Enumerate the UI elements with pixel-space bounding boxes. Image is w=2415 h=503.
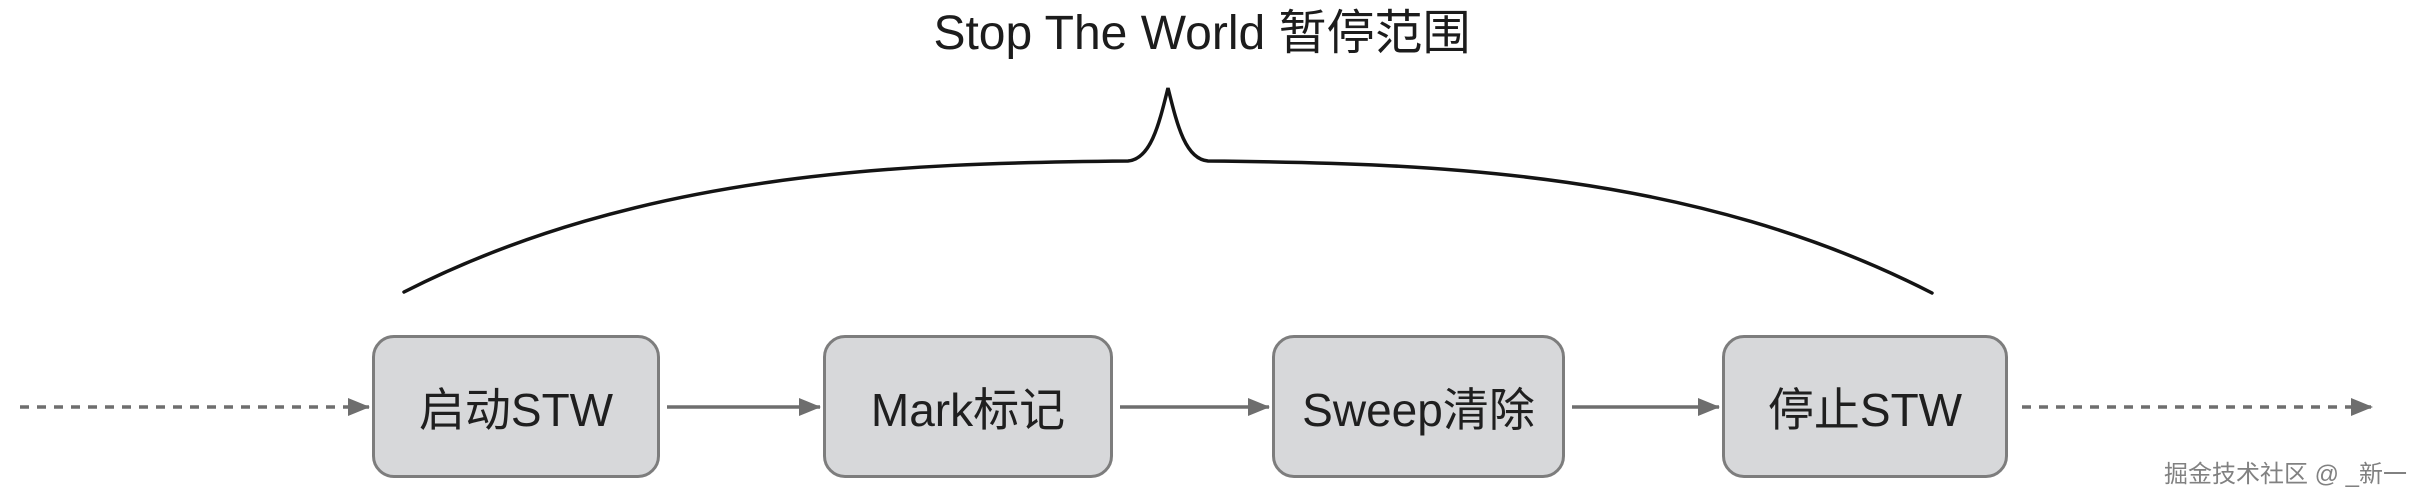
node-mark: Mark标记 [823, 335, 1113, 478]
node-sweep: Sweep清除 [1272, 335, 1565, 478]
diagram-title: Stop The World 暂停范围 [933, 7, 1471, 60]
node-stop-stw: 停止STW [1722, 335, 2008, 478]
brace-curve [402, 87, 1934, 295]
node-start-stw-label: 启动STW [418, 383, 614, 436]
node-mark-label: Mark标记 [870, 383, 1066, 436]
node-sweep-label: Sweep清除 [1302, 383, 1535, 436]
node-stop-stw-label: 停止STW [1767, 383, 1963, 436]
node-start-stw: 启动STW [372, 335, 660, 478]
watermark: 掘金技术社区 @ _新一 [2163, 461, 2407, 488]
